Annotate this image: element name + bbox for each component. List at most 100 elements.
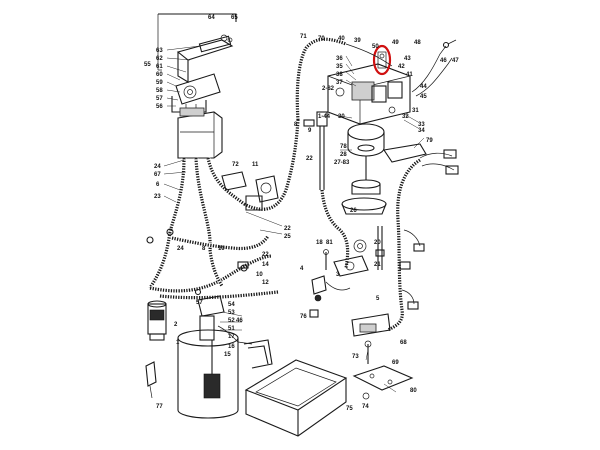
callout-75: 75 [346, 406, 353, 412]
callout-39: 39 [354, 38, 361, 44]
water-reservoir [177, 295, 253, 419]
callout-61: 61 [156, 64, 163, 70]
drip-tray [244, 359, 348, 437]
callout-46b: 46 [236, 318, 243, 324]
callout-53: 53 [228, 310, 235, 316]
callout-22c: 22 [262, 252, 269, 258]
base-plate [352, 340, 414, 400]
callout-5: 5 [376, 296, 380, 302]
callout-42: 42 [398, 64, 405, 70]
callout-26: 26 [350, 208, 357, 214]
callout-24b: 24 [177, 246, 184, 252]
callout-17: 17 [228, 334, 235, 340]
callout-25: 25 [284, 234, 291, 240]
callout-14: 14 [262, 262, 269, 268]
callout-40: 40 [338, 36, 345, 42]
callout-24a: 24 [154, 164, 161, 170]
callout-79: 79 [426, 138, 433, 144]
callout-43: 43 [404, 56, 411, 62]
callout-11: 11 [252, 162, 259, 168]
callout-10a: 10 [218, 246, 225, 252]
callout-68: 68 [400, 340, 407, 346]
callout-28: 28 [340, 152, 347, 158]
callout-36: 36 [336, 56, 343, 62]
callout-65: 65 [231, 15, 238, 21]
callout-34: 34 [418, 128, 425, 134]
callout-71: 71 [300, 34, 307, 40]
callout-12: 12 [262, 280, 269, 286]
callout-3: 3 [336, 272, 340, 278]
callout-1-44: 1-44 [318, 114, 331, 120]
callout-27-83: 27-83 [334, 160, 350, 166]
callout-59: 59 [156, 80, 163, 86]
valve-block-assembly [309, 226, 391, 337]
callout-2: 2 [174, 322, 178, 328]
callout-45: 45 [420, 94, 427, 100]
callout-2-82: 2-82 [322, 86, 335, 92]
callout-10b: 10 [256, 272, 263, 278]
callout-47: 47 [452, 58, 459, 64]
callout-44: 44 [420, 84, 427, 90]
callout-23: 23 [154, 194, 161, 200]
callout-55: 55 [144, 62, 151, 68]
callout-76: 76 [300, 314, 307, 320]
callout-63: 63 [156, 48, 163, 54]
callout-58: 58 [156, 88, 163, 94]
callout-50: 50 [372, 44, 379, 50]
callout-72: 72 [232, 162, 239, 168]
leader-lines [163, 45, 425, 393]
lower-pump-motor [147, 300, 167, 341]
callout-9: 9 [308, 128, 312, 134]
callout-80: 80 [410, 388, 417, 394]
callout-48: 48 [414, 40, 421, 46]
callout-8b: 8 [294, 122, 298, 128]
callout-57: 57 [156, 96, 163, 102]
callout-1: 1 [176, 340, 180, 346]
callout-77: 77 [156, 404, 163, 410]
callout-35: 35 [336, 64, 343, 70]
highlighted-pressure-valve[interactable] [372, 44, 392, 76]
callout-67: 67 [154, 172, 161, 178]
water-tank [177, 107, 223, 159]
callout-20: 20 [374, 240, 381, 246]
callout-52: 52 [228, 318, 235, 324]
callout-30: 30 [338, 114, 345, 120]
callout-6: 6 [156, 182, 160, 188]
wire-harness-right [387, 149, 459, 332]
callout-51: 51 [228, 326, 235, 332]
callout-21: 21 [374, 262, 381, 268]
callout-64: 64 [208, 15, 215, 21]
callout-37: 37 [336, 80, 343, 86]
small-bracket [145, 361, 157, 399]
callout-73: 73 [352, 354, 359, 360]
steam-pipe-network [295, 37, 457, 269]
callout-31: 31 [412, 108, 419, 114]
callout-4: 4 [300, 266, 304, 272]
callout-62: 62 [156, 56, 163, 62]
callout-70: 70 [318, 36, 325, 42]
callout-38: 38 [336, 72, 343, 78]
callout-54: 54 [228, 302, 235, 308]
pump-assembly [221, 171, 279, 211]
callout-49: 49 [392, 40, 399, 46]
callout-60: 60 [156, 72, 163, 78]
callout-69: 69 [392, 360, 399, 366]
callout-78: 78 [340, 144, 347, 150]
callout-57b: 57 [196, 300, 203, 306]
callout-15: 15 [224, 352, 231, 358]
callout-74: 74 [362, 404, 369, 410]
frame-handle [243, 339, 273, 369]
callout-22a: 22 [284, 226, 291, 232]
mounting-bracket-assembly [157, 13, 237, 114]
callout-32: 32 [402, 114, 409, 120]
callout-22b: 22 [306, 156, 313, 162]
callout-8a: 8 [202, 246, 206, 252]
callout-81: 81 [326, 240, 333, 246]
callout-46: 46 [440, 58, 447, 64]
callout-16: 16 [228, 344, 235, 350]
callout-33: 33 [418, 122, 425, 128]
part-callouts: 64 65 63 62 61 55 60 59 58 57 56 24 67 6… [144, 15, 459, 412]
boiler-group-assembly [327, 63, 427, 215]
callout-56: 56 [156, 104, 163, 110]
